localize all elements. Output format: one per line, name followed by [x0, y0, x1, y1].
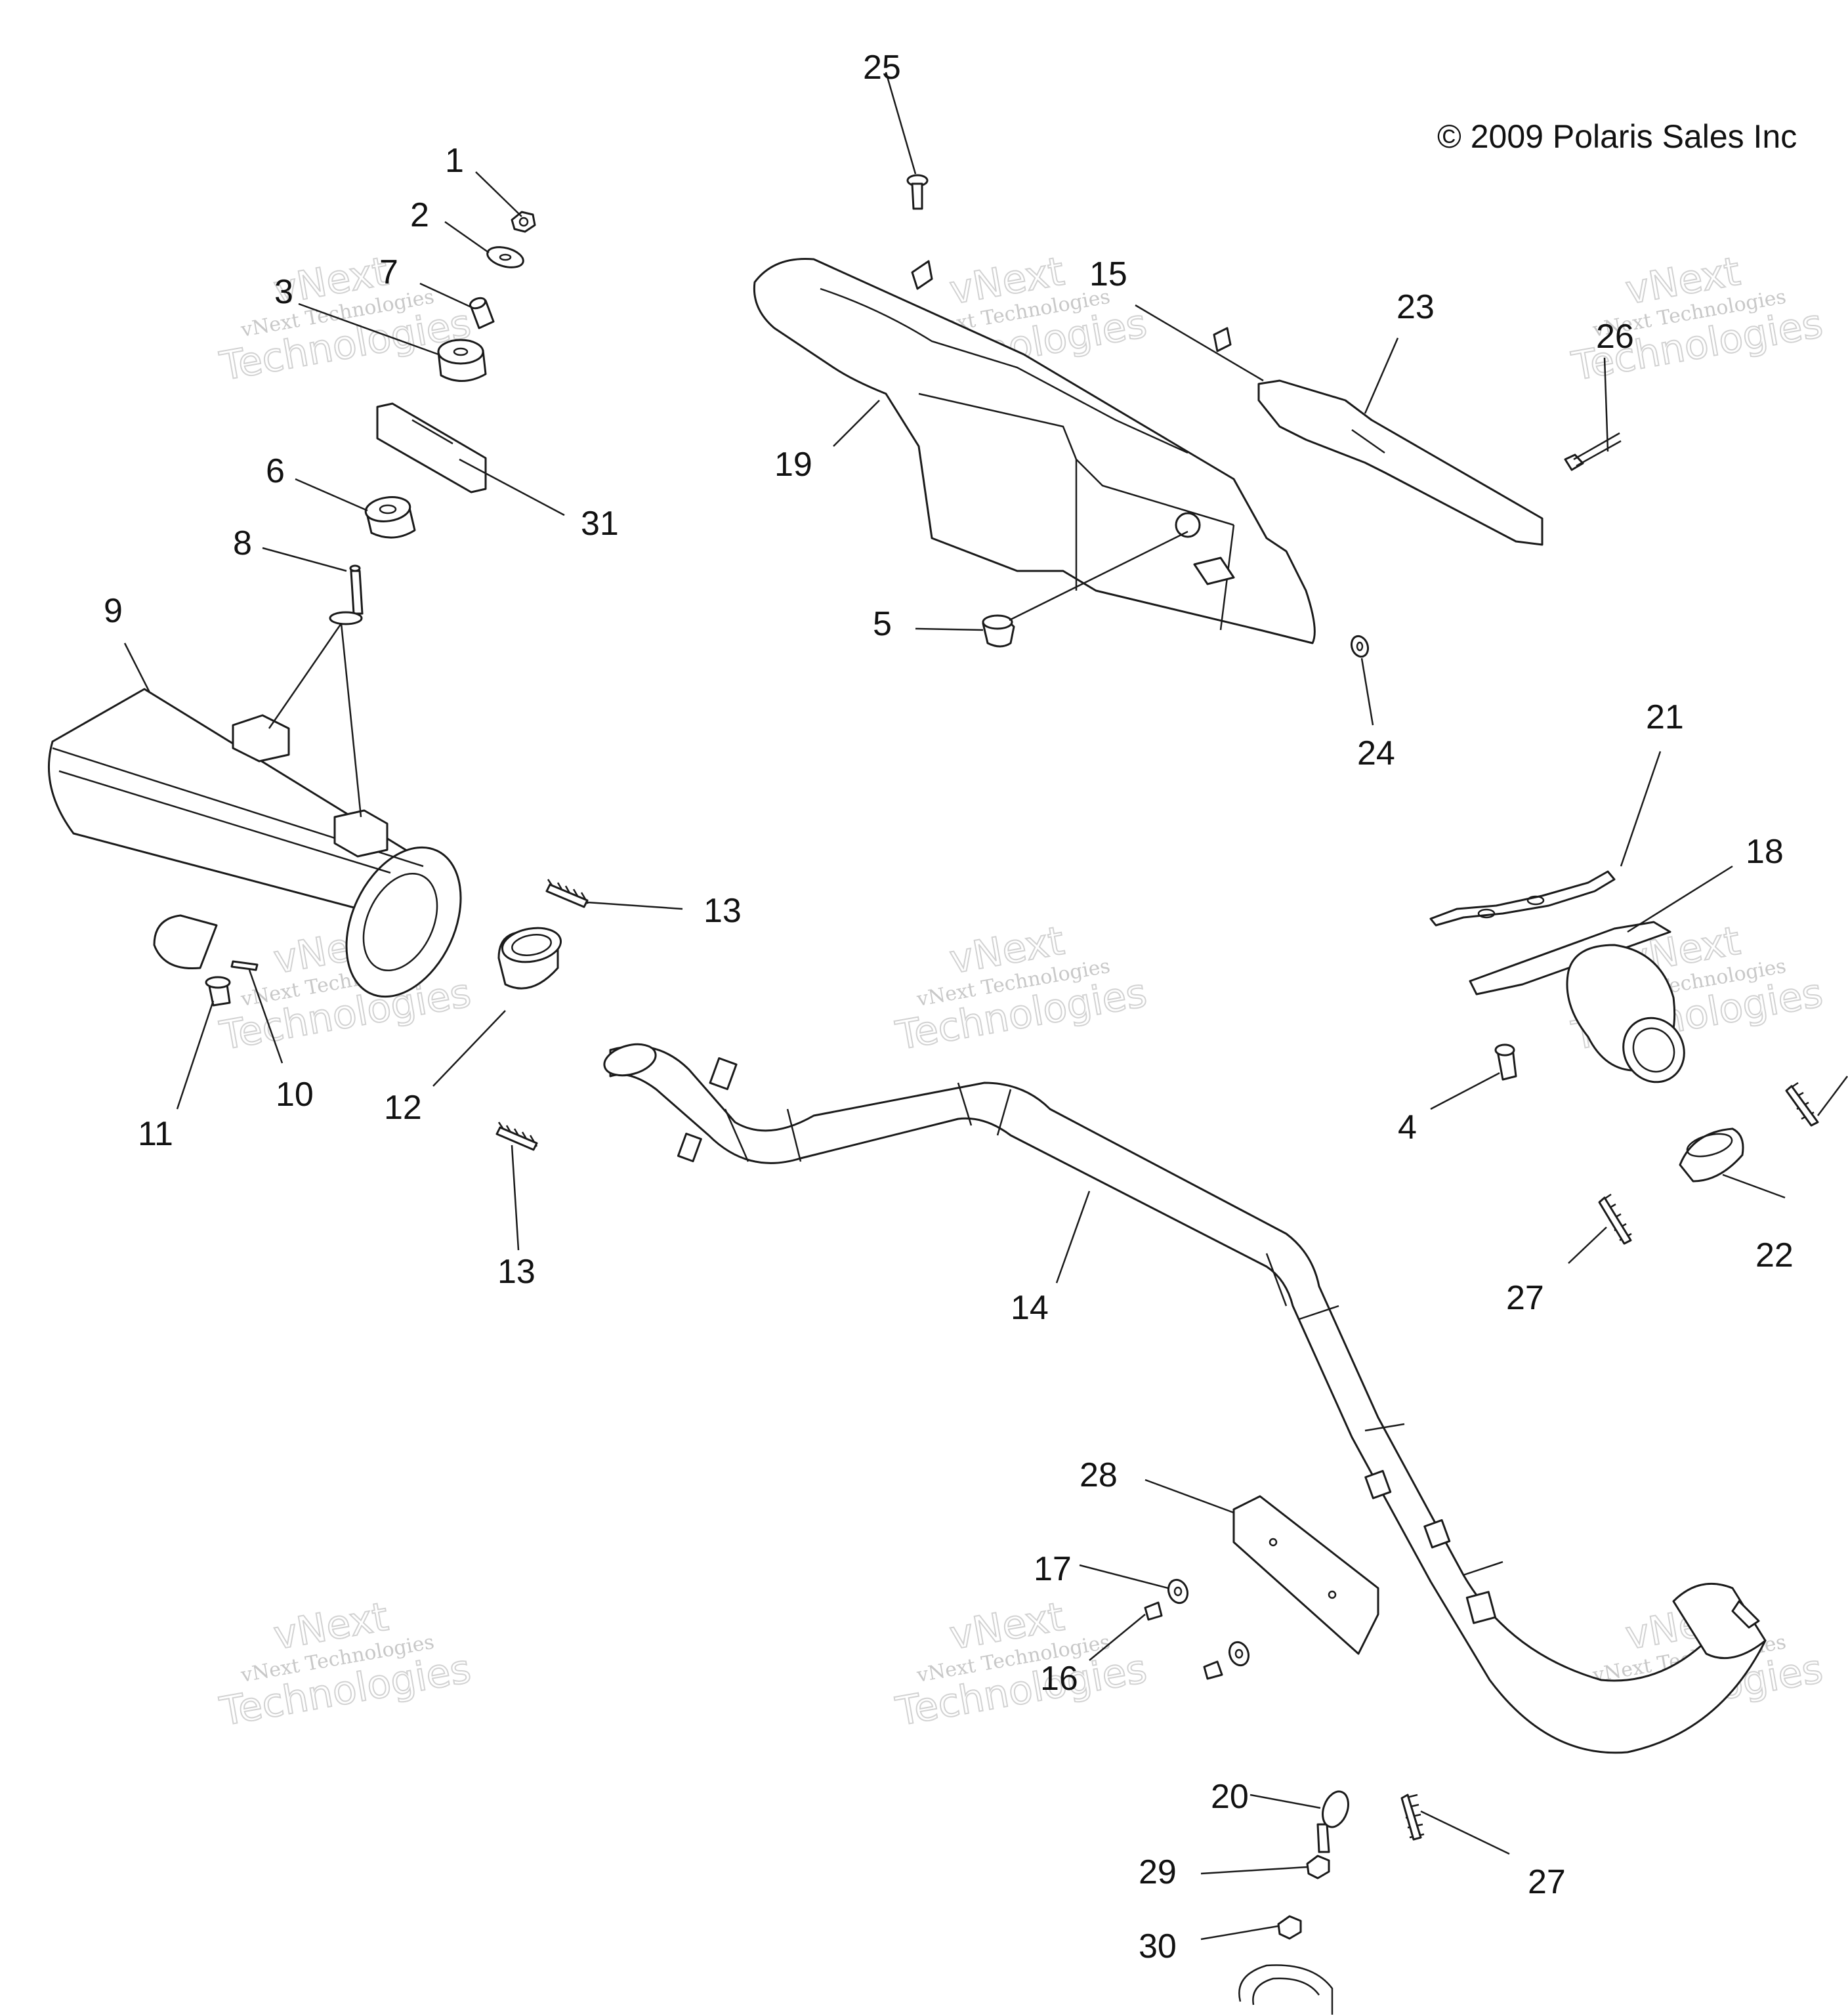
part-gasket-bottom: [1238, 1964, 1334, 2015]
callout-3: 3: [274, 273, 293, 311]
callout-2: 2: [410, 196, 429, 234]
callout-14: 14: [1011, 1289, 1049, 1327]
watermark: vNext vNext Technologies Technologies: [1568, 248, 1827, 390]
callout-31: 31: [581, 505, 619, 543]
part-spring-right: [1785, 1082, 1819, 1127]
callout-5: 5: [873, 605, 892, 643]
part-spring-27b: [1400, 1794, 1425, 1841]
part-bushing-6: [364, 496, 416, 539]
part-ring-22: [1679, 1127, 1744, 1183]
part-washer-17: [1167, 1578, 1189, 1605]
callout-4: 4: [1398, 1108, 1417, 1146]
callout-23: 23: [1396, 288, 1435, 326]
callout-24: 24: [1357, 734, 1395, 772]
callout-29: 29: [1139, 1853, 1177, 1891]
part-screw-11: [205, 976, 231, 1007]
callout-25: 25: [863, 49, 901, 87]
part-gasket-12: [497, 927, 562, 990]
part-headpipe-14: [603, 1043, 1767, 1754]
part-bolt-16: [1144, 1601, 1250, 1680]
callout-16: 16: [1040, 1660, 1078, 1698]
part-nut-30: [1277, 1915, 1302, 1940]
callout-13a: 13: [704, 892, 742, 930]
part-shield-28: [1232, 1495, 1379, 1655]
part-stud-4: [1494, 1043, 1517, 1081]
part-muffler-9: [48, 688, 462, 998]
part-stud-8: [329, 564, 364, 625]
callout-18: 18: [1746, 833, 1784, 871]
copyright-notice: © 2009 Polaris Sales Inc: [1437, 118, 1797, 155]
part-plug-5: [982, 614, 1015, 648]
callout-6: 6: [266, 452, 285, 490]
watermark: vNext vNext Technologies Technologies: [892, 917, 1151, 1060]
callout-17: 17: [1034, 1550, 1072, 1588]
callout-9: 9: [104, 592, 123, 630]
callout-11: 11: [138, 1115, 173, 1153]
callout-30: 30: [1139, 1927, 1177, 1965]
callout-28: 28: [1080, 1456, 1118, 1494]
part-gasket-21: [1429, 870, 1616, 927]
leader-lines: [123, 72, 1848, 1941]
part-grommet-3: [437, 339, 487, 382]
callout-21: 21: [1646, 698, 1684, 736]
callout-8: 8: [233, 524, 252, 562]
part-spring-13a: [545, 879, 589, 908]
watermark: vNext vNext Technologies Technologies: [216, 1593, 475, 1736]
callout-10: 10: [276, 1076, 314, 1114]
callout-22: 22: [1755, 1236, 1794, 1274]
callout-19: 19: [774, 446, 812, 484]
part-nut-29: [1306, 1855, 1330, 1880]
callout-26: 26: [1596, 318, 1634, 356]
watermark: vNext vNext Technologies Technologies: [216, 248, 475, 390]
part-spring-27a: [1598, 1193, 1632, 1245]
callout-1: 1: [445, 142, 464, 180]
callout-labels: 1 2 3 4 5 6 7 8 9 10 11 12 13 13 14 15 1…: [104, 49, 1794, 1965]
part-washer-2: [486, 246, 524, 268]
part-sleeve-7: [469, 297, 495, 329]
parts: [48, 174, 1819, 2015]
callout-7: 7: [379, 253, 398, 291]
part-bolt-25: [906, 174, 929, 210]
callout-12: 12: [384, 1089, 422, 1127]
callout-27a: 27: [1506, 1279, 1544, 1317]
callout-20: 20: [1211, 1778, 1249, 1816]
callout-13b: 13: [497, 1253, 536, 1291]
part-spring-13b: [495, 1122, 538, 1151]
part-bolt-20: [1316, 1790, 1349, 1853]
callout-27b: 27: [1528, 1863, 1566, 1901]
part-flange-18: [1469, 921, 1685, 1083]
part-bracket-31: [376, 402, 487, 494]
part-rivet-26: [1564, 432, 1622, 471]
part-shield-23: [1257, 379, 1544, 546]
part-heatshield-19: [753, 257, 1316, 644]
callout-15: 15: [1089, 255, 1127, 293]
part-pin-10: [230, 960, 259, 971]
part-nut-1: [511, 211, 536, 233]
part-washer-24: [1350, 635, 1370, 658]
watermark: vNext vNext Technologies Technologies: [892, 1593, 1151, 1736]
